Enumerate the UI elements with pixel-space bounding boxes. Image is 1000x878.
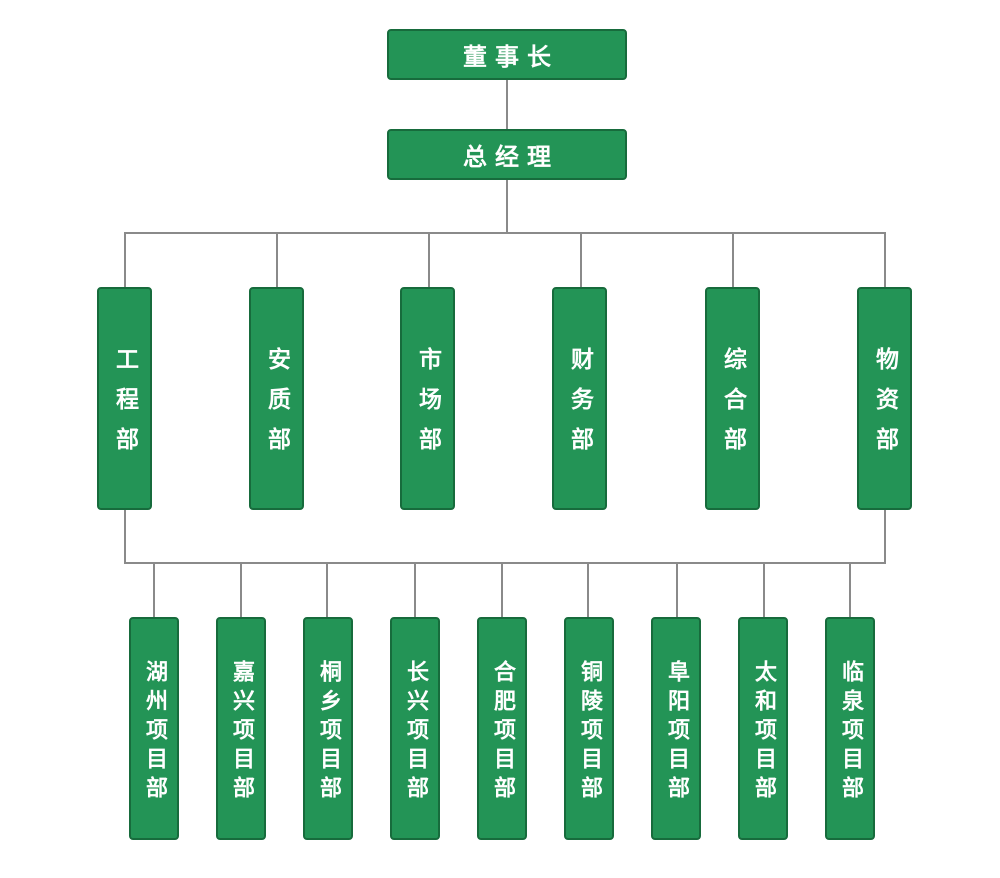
connector-project-drop — [849, 562, 851, 618]
connector-project-drop — [763, 562, 765, 618]
connector-chairman-gm — [506, 80, 508, 130]
node-project-huzhou: 湖州项目部 — [129, 617, 179, 840]
connector-dept-drop — [884, 232, 886, 288]
node-project-hefei: 合肥项目部 — [477, 617, 527, 840]
node-dept-general-affairs: 综合部 — [705, 287, 760, 510]
node-project-taihe: 太和项目部 — [738, 617, 788, 840]
connector-dept-drop — [276, 232, 278, 288]
node-dept-safety-quality: 安质部 — [249, 287, 304, 510]
connector-project-bus — [124, 562, 886, 564]
node-project-tongxiang: 桐乡项目部 — [303, 617, 353, 840]
node-general-manager: 总经理 — [387, 129, 627, 180]
connector-dept-drop — [580, 232, 582, 288]
connector-project-drop — [153, 562, 155, 618]
connector-dept-drop — [732, 232, 734, 288]
node-project-jiaxing: 嘉兴项目部 — [216, 617, 266, 840]
connector-project-drop — [676, 562, 678, 618]
node-project-fuyang: 阜阳项目部 — [651, 617, 701, 840]
connector-dept-rise — [884, 510, 886, 564]
node-project-changxing: 长兴项目部 — [390, 617, 440, 840]
node-dept-engineering: 工程部 — [97, 287, 152, 510]
node-dept-finance: 财务部 — [552, 287, 607, 510]
connector-dept-drop — [428, 232, 430, 288]
connector-project-drop — [587, 562, 589, 618]
connector-project-drop — [326, 562, 328, 618]
node-chairman: 董事长 — [387, 29, 627, 80]
connector-dept-bus — [124, 232, 886, 234]
node-project-tongling: 铜陵项目部 — [564, 617, 614, 840]
node-dept-market: 市场部 — [400, 287, 455, 510]
node-dept-materials: 物资部 — [857, 287, 912, 510]
connector-project-drop — [414, 562, 416, 618]
node-project-linquan: 临泉项目部 — [825, 617, 875, 840]
connector-gm-down — [506, 180, 508, 233]
connector-dept-drop — [124, 232, 126, 288]
connector-project-drop — [501, 562, 503, 618]
connector-dept-rise — [124, 510, 126, 564]
connector-project-drop — [240, 562, 242, 618]
